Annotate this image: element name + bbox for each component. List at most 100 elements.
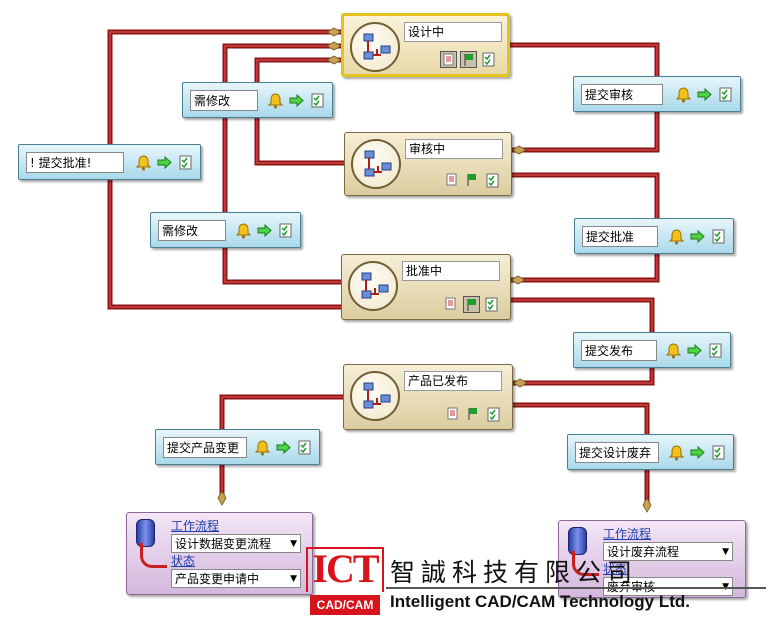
transition-name-field[interactable]: 提交批准 xyxy=(582,226,658,247)
document-icon[interactable] xyxy=(443,296,460,313)
ict-logo: ICT CAD/CAM xyxy=(306,547,384,617)
checklist-icon[interactable] xyxy=(710,444,727,461)
state-approving[interactable]: 批准中 xyxy=(341,254,511,320)
wire-submit-review-to-review-highlight xyxy=(512,112,658,151)
wire-submit-approval-to-approve-highlight xyxy=(511,254,658,281)
document-icon[interactable] xyxy=(445,406,462,423)
connector-cord-icon xyxy=(572,551,599,576)
flag-icon[interactable] xyxy=(463,296,480,313)
wire-submit-review-to-review xyxy=(512,112,660,153)
transition-submit-release[interactable]: 提交发布 xyxy=(573,332,731,368)
checklist-icon[interactable] xyxy=(485,406,502,423)
bell-icon[interactable] xyxy=(668,444,685,461)
workflow-diagram-icon xyxy=(350,371,400,421)
checklist-icon[interactable] xyxy=(483,296,500,313)
flag-icon[interactable] xyxy=(464,172,481,189)
wire-review-to-fix1-highlight xyxy=(256,118,344,164)
company-name-cn: 智誠科技有限公司 xyxy=(390,558,639,587)
checklist-icon[interactable] xyxy=(717,86,734,103)
transition-name-field[interactable]: 提交设计废弃 xyxy=(575,442,659,463)
wire-release-to-submit-change xyxy=(219,394,343,429)
arrow-right-icon[interactable] xyxy=(689,228,706,245)
document-icon[interactable] xyxy=(444,172,461,189)
arrow-right-icon[interactable] xyxy=(696,86,713,103)
state-name-field[interactable]: 设计中 xyxy=(404,22,502,42)
bell-icon[interactable] xyxy=(668,228,685,245)
workflow-label: 工作流程 xyxy=(603,527,652,541)
wire-review-to-fix1 xyxy=(254,118,344,166)
wire-review-to-submit-approval xyxy=(512,172,660,218)
document-icon[interactable] xyxy=(440,51,457,68)
transition-name-field[interactable]: 需修改 xyxy=(190,90,258,111)
arrow-into-scrap-ref xyxy=(642,497,652,513)
logo-sub: CAD/CAM xyxy=(310,595,380,615)
reference-scrap-workflow[interactable]: 工作流程 设计废弃流程▼ 状态 废弃审核▼ xyxy=(558,520,746,598)
arrow-right-icon[interactable] xyxy=(689,444,706,461)
state-name-field[interactable]: 批准中 xyxy=(402,261,500,281)
workflow-select[interactable]: 设计数据变更流程▼ xyxy=(171,534,301,553)
reference-change-workflow[interactable]: 工作流程 设计数据变更流程▼ 状态 产品变更申请中▼ xyxy=(126,512,313,595)
wire-fix2-to-design xyxy=(222,43,341,212)
wire-release-to-submit-scrap-highlight xyxy=(513,404,648,434)
transition-submit-approval[interactable]: 提交批准 xyxy=(574,218,734,254)
arrow-right-icon[interactable] xyxy=(275,439,292,456)
transition-submit-review[interactable]: 提交审核 xyxy=(573,76,741,112)
wire-review-to-submit-approval-highlight xyxy=(512,174,658,218)
transition-name-field[interactable]: 提交审核 xyxy=(581,84,663,105)
arrow-right-icon[interactable] xyxy=(686,342,703,359)
bell-icon[interactable] xyxy=(267,92,284,109)
checklist-icon[interactable] xyxy=(707,342,724,359)
checklist-icon[interactable] xyxy=(277,222,294,239)
logo-mark: ICT xyxy=(312,546,379,591)
bell-icon[interactable] xyxy=(135,154,152,171)
chevron-down-icon[interactable]: ▼ xyxy=(290,574,297,584)
wire-release-to-submit-scrap xyxy=(513,402,650,434)
checklist-icon[interactable] xyxy=(710,228,727,245)
transition-submit-scrap[interactable]: 提交设计废弃 xyxy=(567,434,734,470)
state-released[interactable]: 产品已发布 xyxy=(343,364,513,430)
arrow-into-release xyxy=(512,378,528,388)
transition-name-field[interactable]: ! 提交批准! xyxy=(26,152,124,173)
checklist-icon[interactable] xyxy=(177,154,194,171)
wire-back-to-design-highlight xyxy=(109,31,341,144)
wire-fix2-to-design-highlight xyxy=(224,45,341,212)
chevron-down-icon[interactable]: ▼ xyxy=(290,539,297,549)
transition-name-field[interactable]: 提交产品变更 xyxy=(163,437,247,458)
workflow-select[interactable]: 设计废弃流程▼ xyxy=(603,542,733,561)
transition-needs-fix-1[interactable]: 需修改 xyxy=(182,82,333,118)
transition-submit-approval-back[interactable]: ! 提交批准! xyxy=(18,144,201,180)
bell-icon[interactable] xyxy=(254,439,271,456)
state-name-field[interactable]: 产品已发布 xyxy=(404,371,502,391)
wire-approve-to-fix2-highlight xyxy=(224,248,341,283)
arrow-right-icon[interactable] xyxy=(256,222,273,239)
wire-release-to-submit-change-highlight xyxy=(221,396,343,429)
state-designing[interactable]: 设计中 xyxy=(341,13,510,77)
logo-frame xyxy=(306,547,384,592)
arrow-into-design-top xyxy=(326,27,342,37)
bell-icon[interactable] xyxy=(665,342,682,359)
state-select[interactable]: 产品变更申请中▼ xyxy=(171,569,301,588)
logo-divider xyxy=(386,587,766,589)
chevron-down-icon[interactable]: ▼ xyxy=(722,547,729,557)
state-name-field[interactable]: 审核中 xyxy=(405,139,503,159)
flag-icon[interactable] xyxy=(460,51,477,68)
checklist-icon[interactable] xyxy=(309,92,326,109)
checklist-icon[interactable] xyxy=(484,172,501,189)
arrow-into-design-mid xyxy=(326,41,342,51)
checklist-icon[interactable] xyxy=(296,439,313,456)
bell-icon[interactable] xyxy=(675,86,692,103)
state-reviewing[interactable]: 审核中 xyxy=(344,132,512,196)
transition-submit-change[interactable]: 提交产品变更 xyxy=(155,429,320,465)
checklist-icon[interactable] xyxy=(480,51,497,68)
arrow-right-icon[interactable] xyxy=(156,154,173,171)
wire-approve-to-submit-release-highlight xyxy=(511,299,653,332)
state-select[interactable]: 废弃审核▼ xyxy=(603,577,733,596)
workflow-diagram-icon xyxy=(351,139,401,189)
arrow-right-icon[interactable] xyxy=(288,92,305,109)
transition-needs-fix-2[interactable]: 需修改 xyxy=(150,212,301,248)
bell-icon[interactable] xyxy=(235,222,252,239)
flag-icon[interactable] xyxy=(465,406,482,423)
transition-name-field[interactable]: 提交发布 xyxy=(581,340,657,361)
arrow-into-change-ref xyxy=(217,490,227,506)
transition-name-field[interactable]: 需修改 xyxy=(158,220,226,241)
